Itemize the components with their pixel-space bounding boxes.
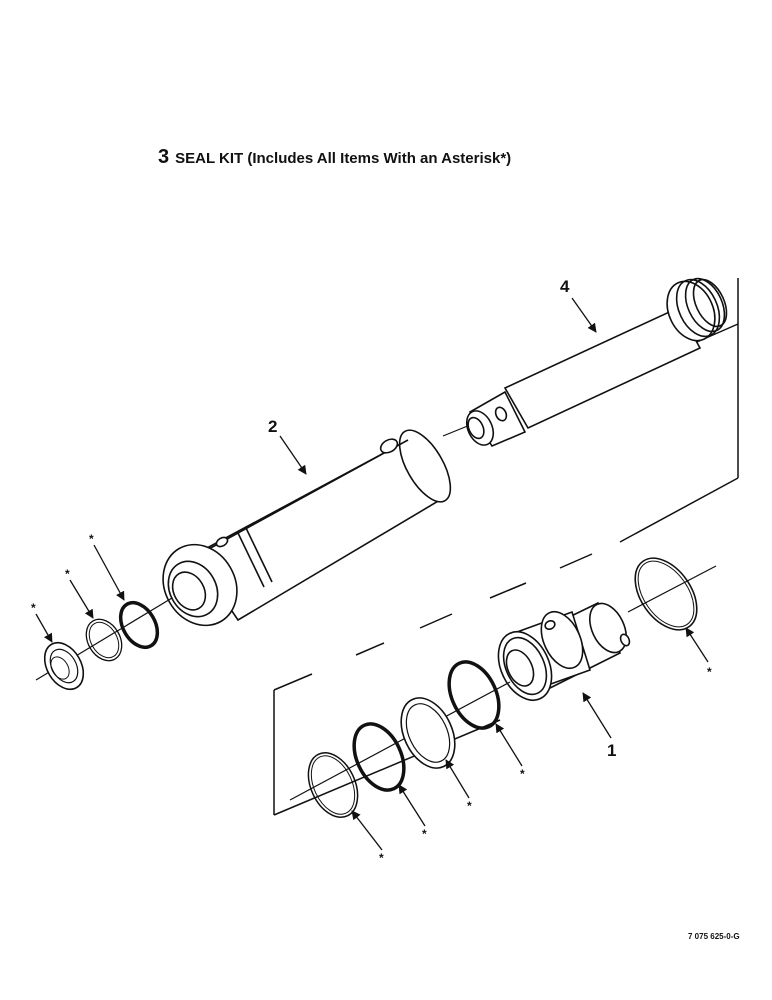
asterisk-right-d: *	[520, 767, 525, 781]
cylinder-barrel	[162, 429, 452, 627]
leader-item4	[571, 297, 597, 333]
callout-item-2: 2	[268, 417, 277, 436]
asterisk-right-a: *	[379, 851, 384, 865]
asterisk-left-1: *	[31, 601, 36, 615]
callout-item-1: 1	[607, 741, 616, 760]
asterisk-left-2: *	[65, 567, 70, 581]
rod-o-ring-right	[634, 557, 698, 631]
backup-ring-piston-1	[307, 752, 359, 818]
backup-ring-left	[85, 618, 123, 662]
o-ring-piston-1	[352, 722, 406, 792]
seal-kit-item-number: 3	[158, 146, 170, 168]
drawing-number: 7 075 625-0-G	[688, 932, 740, 941]
asterisk-right-b: *	[422, 827, 427, 841]
leader-right-c	[445, 759, 470, 799]
axis-line-right	[289, 565, 717, 801]
diagram-title: 3 SEAL KIT (Includes All Items With an As…	[158, 146, 511, 169]
leader-left-1	[35, 613, 53, 643]
leader-arrows	[35, 297, 709, 851]
callout-item-4: 4	[560, 277, 570, 296]
o-ring-left	[118, 600, 160, 650]
piston-seal	[400, 697, 456, 769]
leader-right-d	[495, 723, 523, 767]
piston-rod	[442, 277, 728, 447]
asterisk-left-3: *	[89, 532, 94, 546]
leader-left-3	[93, 544, 125, 601]
seal-kit-description: SEAL KIT (Includes All Items With an Ast…	[175, 150, 512, 167]
leader-right-e	[685, 627, 709, 663]
left-seals	[43, 600, 160, 691]
leader-right-a	[351, 810, 383, 851]
leader-item2	[279, 435, 307, 475]
assembly-frame	[273, 278, 739, 816]
piston	[497, 601, 631, 701]
asterisk-right-e: *	[707, 665, 712, 679]
leader-left-2	[69, 579, 94, 619]
asterisk-right-c: *	[467, 799, 472, 813]
wiper-seal	[43, 641, 85, 691]
o-ring-piston-2	[447, 660, 501, 730]
leader-right-b	[398, 784, 426, 827]
right-seals	[307, 557, 698, 818]
leader-item1	[582, 692, 612, 739]
